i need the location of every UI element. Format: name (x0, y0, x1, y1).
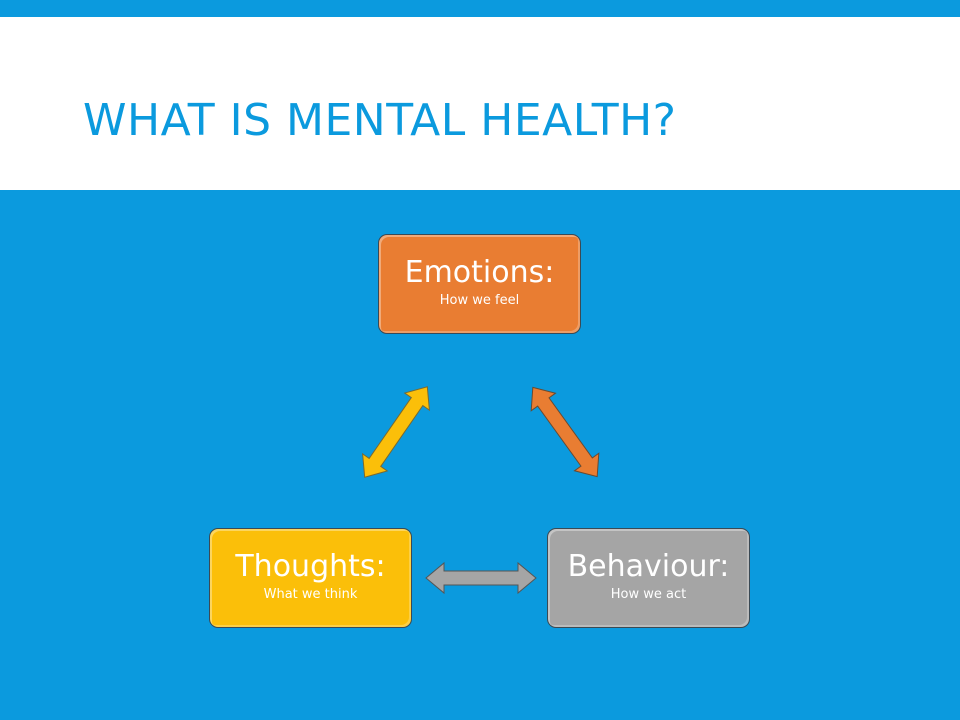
thoughts-emotions-arrow (351, 377, 441, 487)
emotions-heading: Emotions: (404, 255, 555, 290)
thoughts-subtext: What we think (263, 587, 358, 602)
top-accent-bar (0, 0, 960, 17)
thoughts-box: Thoughts: What we think (209, 528, 412, 628)
thoughts-behaviour-arrow (425, 562, 537, 594)
title-area: WHAT IS MENTAL HEALTH? (0, 17, 960, 190)
emotions-subtext: How we feel (439, 293, 520, 308)
behaviour-subtext: How we act (610, 587, 687, 602)
behaviour-box: Behaviour: How we act (547, 528, 750, 628)
slide-title: WHAT IS MENTAL HEALTH? (83, 95, 677, 146)
emotions-behaviour-arrow (520, 378, 610, 486)
thoughts-heading: Thoughts: (235, 549, 386, 584)
behaviour-heading: Behaviour: (567, 549, 730, 584)
emotions-box: Emotions: How we feel (378, 234, 581, 334)
